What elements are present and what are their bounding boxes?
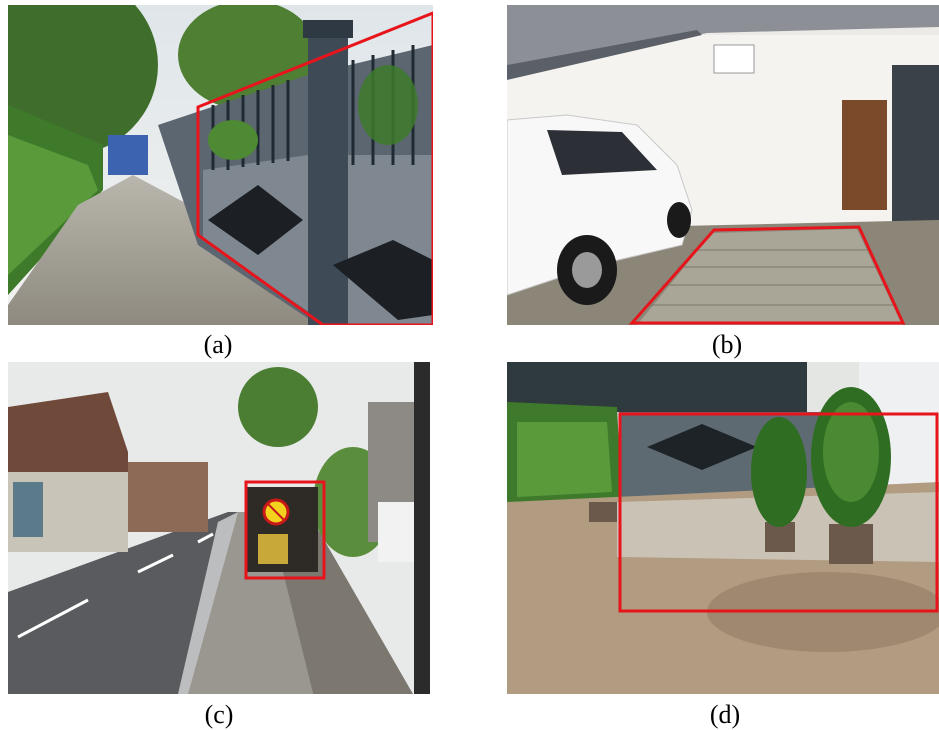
photo-yard-plants — [507, 362, 939, 694]
highlight-outline-b — [628, 225, 906, 325]
caption-d: (d) — [709, 700, 741, 729]
photo-panel-b — [507, 5, 939, 325]
photo-street-sign — [8, 362, 430, 694]
photo-sidewalk-fence — [8, 5, 433, 325]
photo-panel-d — [507, 362, 939, 694]
photo-panel-a — [8, 5, 433, 325]
caption-c: (c) — [204, 700, 234, 729]
highlight-outline-d — [618, 412, 939, 613]
highlight-outline-a — [196, 11, 433, 325]
caption-b: (b) — [711, 330, 743, 359]
highlight-outline-c — [244, 480, 326, 580]
photo-panel-c — [8, 362, 430, 694]
photo-parking-bay — [507, 5, 939, 325]
caption-a: (a) — [203, 330, 233, 359]
